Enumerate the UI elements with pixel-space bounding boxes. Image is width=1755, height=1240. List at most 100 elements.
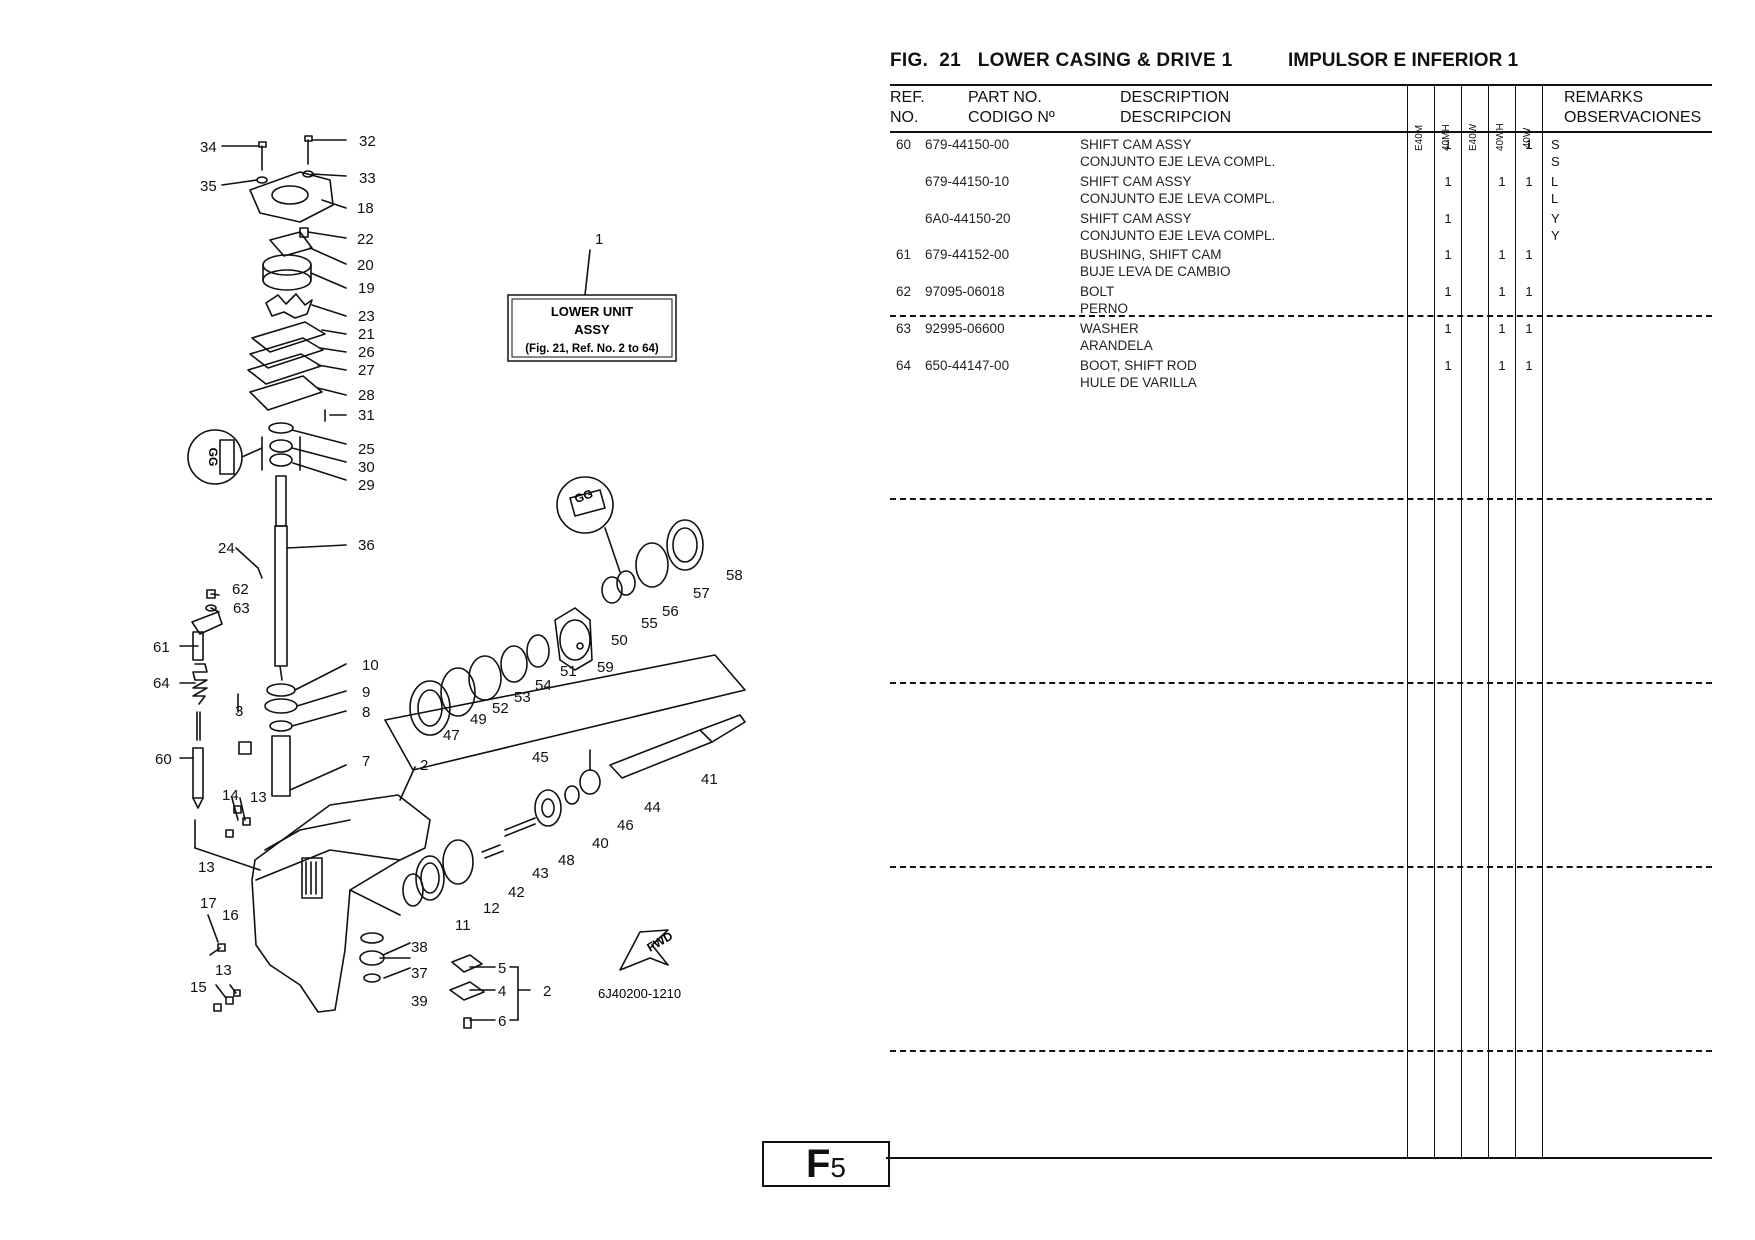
callout-26: 26 [358,344,375,361]
row-remark: Y [1551,211,1560,226]
row-descripcion: PERNO [1080,301,1129,316]
callout-15: 15 [190,979,207,996]
page-letter: F [805,1142,831,1186]
callout-17: 17 [200,895,217,912]
callout-4: 4 [498,983,506,1000]
callout-10: 10 [362,657,379,674]
callout-40: 40 [592,835,609,852]
callout-48: 48 [558,852,575,869]
callout-33: 33 [359,170,376,187]
row-descripcion: CONJUNTO EJE LEVA COMPL. [1080,191,1276,206]
row-qty-40wh: 1 [1498,284,1506,299]
column-rule [1407,84,1408,1157]
callout-61: 61 [153,639,170,656]
row-qty-40mh: 1 [1444,284,1452,299]
row-qty-40mh: 1 [1444,247,1452,262]
gg-label-right: GG [572,486,594,506]
row-qty-40w: 1 [1525,174,1533,189]
section-divider [890,315,1712,317]
callout-35: 35 [200,178,217,195]
callout-44: 44 [644,799,661,816]
callout-5: 5 [498,960,506,977]
header-model-e40w: E40W [1468,123,1479,151]
row-description: BOLT [1080,284,1115,299]
row-part-no: 92995-06600 [925,321,1005,336]
label-box-line1: LOWER UNIT [551,304,633,319]
column-rule [1434,84,1435,1157]
row-ref-no: 64 [896,358,912,373]
section-divider [890,866,1712,868]
row-part-no: 6A0-44150-20 [925,211,1011,226]
callout-53: 53 [514,689,531,706]
callout-47: 47 [443,727,460,744]
callout-13-repeat: 13 [250,789,267,806]
callout-18: 18 [357,200,374,217]
row-descripcion: ARANDELA [1080,338,1153,353]
header-remarks: REMARKS [1564,89,1644,106]
page-number-box: F5 [762,1141,890,1187]
column-rule [1515,84,1516,1157]
row-qty-40wh: 1 [1498,247,1506,262]
callout-23: 23 [358,308,375,325]
callout-9: 9 [362,684,370,701]
callout-57: 57 [693,585,710,602]
callout-49: 49 [470,711,487,728]
section-divider [890,682,1712,684]
callout-50: 50 [611,632,628,649]
row-description: SHIFT CAM ASSY [1080,174,1192,189]
callout-64: 64 [153,675,170,692]
table-top-rule [890,84,1712,86]
row-qty-40w: 1 [1525,247,1533,262]
callout-60: 60 [155,751,172,768]
callout-62: 62 [232,581,249,598]
header-description: DESCRIPTION [1120,89,1230,106]
header-ref: REF. [890,89,925,106]
row-qty-40mh: 1 [1444,211,1452,226]
row-part-no: 679-44152-00 [925,247,1010,262]
callout-numbers: 1234567891011121314151617181920212223242… [153,133,743,1030]
row-remark-es: L [1551,191,1559,206]
callout-20: 20 [357,257,374,274]
callout-14: 14 [222,787,239,804]
callout-34: 34 [200,139,217,156]
diagram-code: 6J40200-1210 [598,986,681,1001]
row-part-no: 679-44150-00 [925,137,1010,152]
row-qty-40mh: 1 [1444,137,1452,152]
row-part-no: 97095-06018 [925,284,1005,299]
row-qty-40wh: 1 [1498,321,1506,336]
column-rule [1461,84,1462,1157]
callout-54: 54 [535,677,552,694]
header-model-40wh: 40WH [1495,123,1506,151]
callout-46: 46 [617,817,634,834]
row-part-no: 679-44150-10 [925,174,1010,189]
gg-label-left: GG [206,448,220,467]
callout-13: 13 [198,859,215,876]
callout-32: 32 [359,133,376,150]
label-box-line3: (Fig. 21, Ref. No. 2 to 64) [525,343,659,355]
page-number: 5 [830,1152,846,1183]
figure-title: FIG. 21 LOWER CASING & DRIVE 1 [890,50,1233,71]
callout-8: 8 [362,704,370,721]
row-descripcion: BUJE LEVA DE CAMBIO [1080,264,1231,279]
callout-42: 42 [508,884,525,901]
row-descripcion: CONJUNTO EJE LEVA COMPL. [1080,154,1276,169]
header-model-e40m: E40M [1414,124,1425,151]
callout-19: 19 [358,280,375,297]
column-rule [1488,84,1489,1157]
row-ref-no: 60 [896,137,912,152]
callout-59: 59 [597,659,614,676]
callout-2-repeat: 2 [543,983,551,1000]
header-observaciones: OBSERVACIONES [1564,109,1702,126]
callout-58: 58 [726,567,743,584]
row-qty-40mh: 1 [1444,358,1452,373]
label-box-line2: ASSY [574,322,610,337]
callout-39: 39 [411,993,428,1010]
row-ref-no: 63 [896,321,912,336]
callout-1: 1 [595,231,603,248]
row-qty-40mh: 1 [1444,174,1452,189]
row-qty-40w: 1 [1525,284,1533,299]
row-descripcion: CONJUNTO EJE LEVA COMPL. [1080,228,1276,243]
callout-12: 12 [483,900,500,917]
footer-rule [886,1157,1712,1159]
callout-41: 41 [701,771,718,788]
